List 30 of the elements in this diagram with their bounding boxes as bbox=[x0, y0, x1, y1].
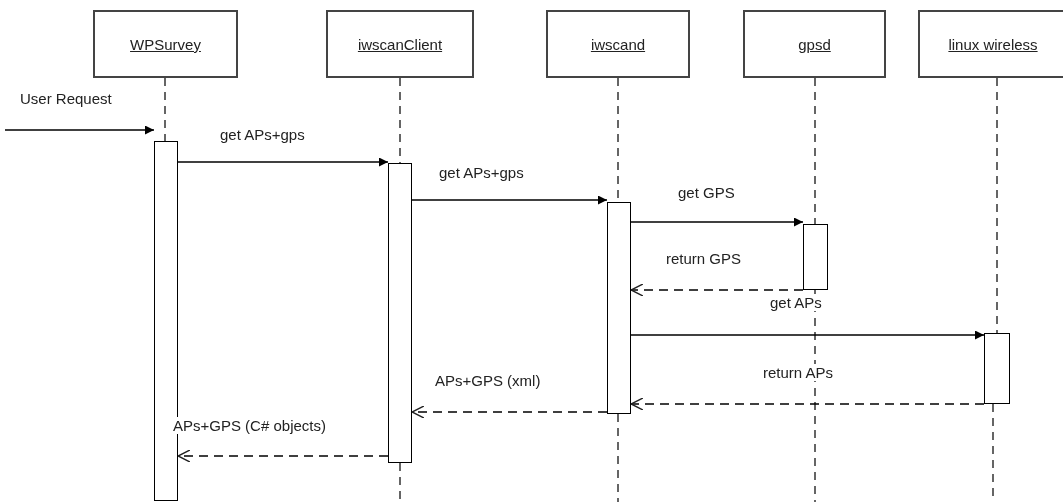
object-name: WPSurvey bbox=[130, 35, 201, 53]
object-box bbox=[546, 10, 690, 78]
message-arrow bbox=[630, 217, 804, 227]
object-name: linux wireless bbox=[948, 35, 1038, 53]
activation-bar bbox=[388, 163, 412, 463]
return-arrow bbox=[630, 397, 985, 411]
message-label: APs+GPS (xml) bbox=[433, 372, 543, 389]
return-arrow bbox=[411, 405, 608, 419]
object-name: iwscanClient bbox=[357, 35, 443, 53]
lifeline bbox=[164, 77, 166, 142]
message-label: return APs bbox=[761, 364, 836, 381]
message-arrow bbox=[630, 330, 985, 340]
return-arrow bbox=[177, 449, 389, 463]
activation-bar bbox=[984, 333, 1010, 404]
object-name: gpsd bbox=[798, 35, 831, 53]
message-label: get APs bbox=[768, 294, 824, 311]
object-box bbox=[743, 10, 886, 78]
lifeline bbox=[814, 77, 816, 225]
message-arrow bbox=[411, 195, 608, 205]
lifeline bbox=[996, 77, 998, 334]
object-name: iwscand bbox=[590, 35, 646, 53]
message-arrow bbox=[177, 157, 389, 167]
activation-bar bbox=[803, 224, 828, 290]
return-arrow bbox=[630, 283, 804, 297]
message-arrow bbox=[4, 125, 155, 135]
message-label: APs+GPS (C# objects) bbox=[171, 417, 328, 434]
activation-bar bbox=[607, 202, 631, 414]
object-box bbox=[918, 10, 1063, 78]
object-box bbox=[93, 10, 238, 78]
object-box bbox=[326, 10, 474, 78]
